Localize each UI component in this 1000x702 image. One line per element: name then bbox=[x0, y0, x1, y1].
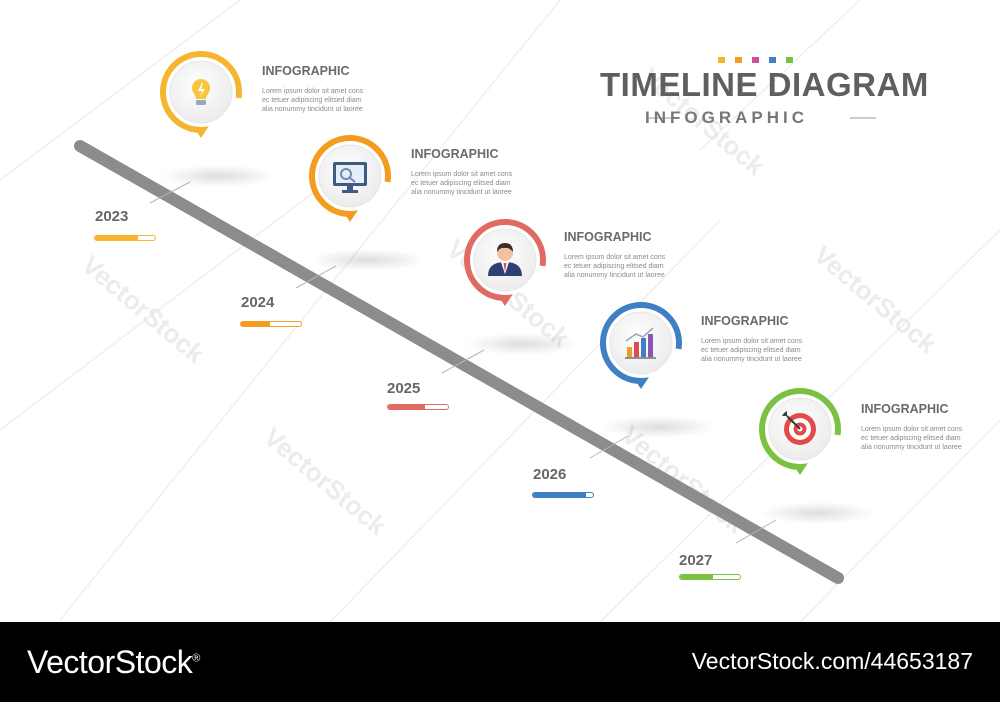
connector-line bbox=[589, 435, 629, 459]
footer-bar: VectorStock® VectorStock.com/44653187 bbox=[0, 622, 1000, 702]
bolt bbox=[198, 83, 205, 97]
progress-fill bbox=[388, 405, 426, 409]
marker-shadow bbox=[161, 165, 277, 187]
brand-name: VectorStock bbox=[27, 644, 193, 680]
diagram-title: TIMELINE DIAGRAM bbox=[600, 66, 929, 103]
marker-shadow bbox=[310, 249, 426, 271]
dart-fletch bbox=[782, 411, 787, 416]
milestone-body: Lorem ipsum dolor sit amet cons ec tetue… bbox=[701, 338, 803, 363]
connector-line bbox=[295, 265, 337, 289]
milestone-year: 2026 bbox=[533, 466, 567, 483]
milestone-marker bbox=[149, 51, 277, 204]
pin-ring bbox=[759, 388, 841, 470]
progress-fill bbox=[241, 322, 270, 326]
magnifier bbox=[340, 168, 352, 180]
milestone-progress-bar bbox=[532, 492, 594, 498]
diagram-subtitle: INFOGRAPHIC bbox=[645, 108, 808, 127]
watermark: VectorStock bbox=[76, 250, 211, 370]
progress-fill bbox=[95, 236, 139, 240]
hair bbox=[497, 243, 513, 252]
face bbox=[497, 245, 513, 261]
businessman-icon bbox=[488, 243, 522, 276]
milestone-body: Lorem ipsum dolor sit amet cons ec tetue… bbox=[861, 426, 963, 451]
marker-shadow bbox=[760, 502, 876, 524]
milestone-title: INFOGRAPHIC bbox=[411, 147, 499, 161]
bulb-base bbox=[196, 100, 206, 105]
milestone-marker bbox=[735, 388, 876, 544]
dart-shaft bbox=[786, 415, 801, 430]
bar bbox=[641, 338, 646, 357]
header-dot bbox=[718, 57, 725, 63]
monitor-icon bbox=[333, 162, 367, 193]
pin-ring bbox=[309, 135, 391, 217]
milestone-body: Lorem ipsum dolor sit amet cons ec tetue… bbox=[262, 88, 364, 113]
milestone-marker bbox=[295, 135, 426, 289]
timeline-diagram: VectorStock VectorStock VectorStock Vect… bbox=[0, 0, 1000, 622]
lightbulb-icon bbox=[192, 79, 210, 105]
header-dots bbox=[718, 57, 793, 63]
header-dot bbox=[752, 57, 759, 63]
milestone-progress-bar bbox=[240, 321, 302, 327]
connector-line bbox=[735, 519, 777, 544]
milestone-marker bbox=[441, 219, 581, 374]
bar bbox=[648, 334, 653, 357]
bar-chart-icon bbox=[625, 327, 656, 359]
header-dot bbox=[769, 57, 776, 63]
milestone-title: INFOGRAPHIC bbox=[701, 314, 789, 328]
infographic-canvas: VectorStock VectorStock VectorStock Vect… bbox=[0, 0, 1000, 622]
milestone-body: Lorem ipsum dolor sit amet cons ec tetue… bbox=[411, 171, 513, 196]
watermark: VectorStock bbox=[258, 422, 393, 542]
marker-shadow bbox=[601, 416, 717, 438]
watermark-layer: VectorStock VectorStock VectorStock Vect… bbox=[76, 62, 943, 542]
milestone-year: 2024 bbox=[241, 294, 275, 311]
pin-ring bbox=[464, 219, 546, 301]
milestone-title: INFOGRAPHIC bbox=[564, 230, 652, 244]
milestone-marker bbox=[589, 302, 717, 459]
trend-line bbox=[625, 327, 654, 342]
pin-ring bbox=[160, 51, 242, 133]
bar bbox=[634, 342, 639, 357]
watermark: VectorStock bbox=[808, 240, 943, 360]
connector-line bbox=[149, 181, 191, 204]
milestone-body: Lorem ipsum dolor sit amet cons ec tetue… bbox=[564, 254, 666, 279]
brand-mark: ® bbox=[192, 652, 200, 665]
milestone-progress-bar bbox=[679, 574, 741, 580]
progress-fill bbox=[533, 493, 586, 497]
bar bbox=[627, 347, 632, 357]
header-dot bbox=[735, 57, 742, 63]
milestone-title: INFOGRAPHIC bbox=[262, 64, 350, 78]
stand-base bbox=[342, 190, 358, 193]
stand bbox=[347, 186, 353, 191]
milestone-year: 2025 bbox=[387, 380, 421, 397]
connector-line bbox=[441, 349, 485, 374]
magnifier-handle bbox=[349, 177, 356, 183]
stock-id-link[interactable]: VectorStock.com/44653187 bbox=[691, 648, 973, 674]
marker-shadow bbox=[465, 333, 581, 355]
target-icon bbox=[782, 411, 816, 445]
milestone-progress-bar bbox=[94, 235, 156, 241]
tie bbox=[503, 263, 507, 272]
milestone-year: 2027 bbox=[679, 552, 713, 569]
brand-logo[interactable]: VectorStock® bbox=[27, 644, 200, 681]
timeline-bar bbox=[74, 140, 844, 584]
milestone-progress-bar bbox=[387, 404, 449, 410]
milestone-year: 2023 bbox=[95, 208, 129, 225]
progress-fill bbox=[680, 575, 713, 579]
pin-ring bbox=[600, 302, 682, 384]
milestone-title: INFOGRAPHIC bbox=[861, 402, 949, 416]
header-dot bbox=[786, 57, 793, 63]
